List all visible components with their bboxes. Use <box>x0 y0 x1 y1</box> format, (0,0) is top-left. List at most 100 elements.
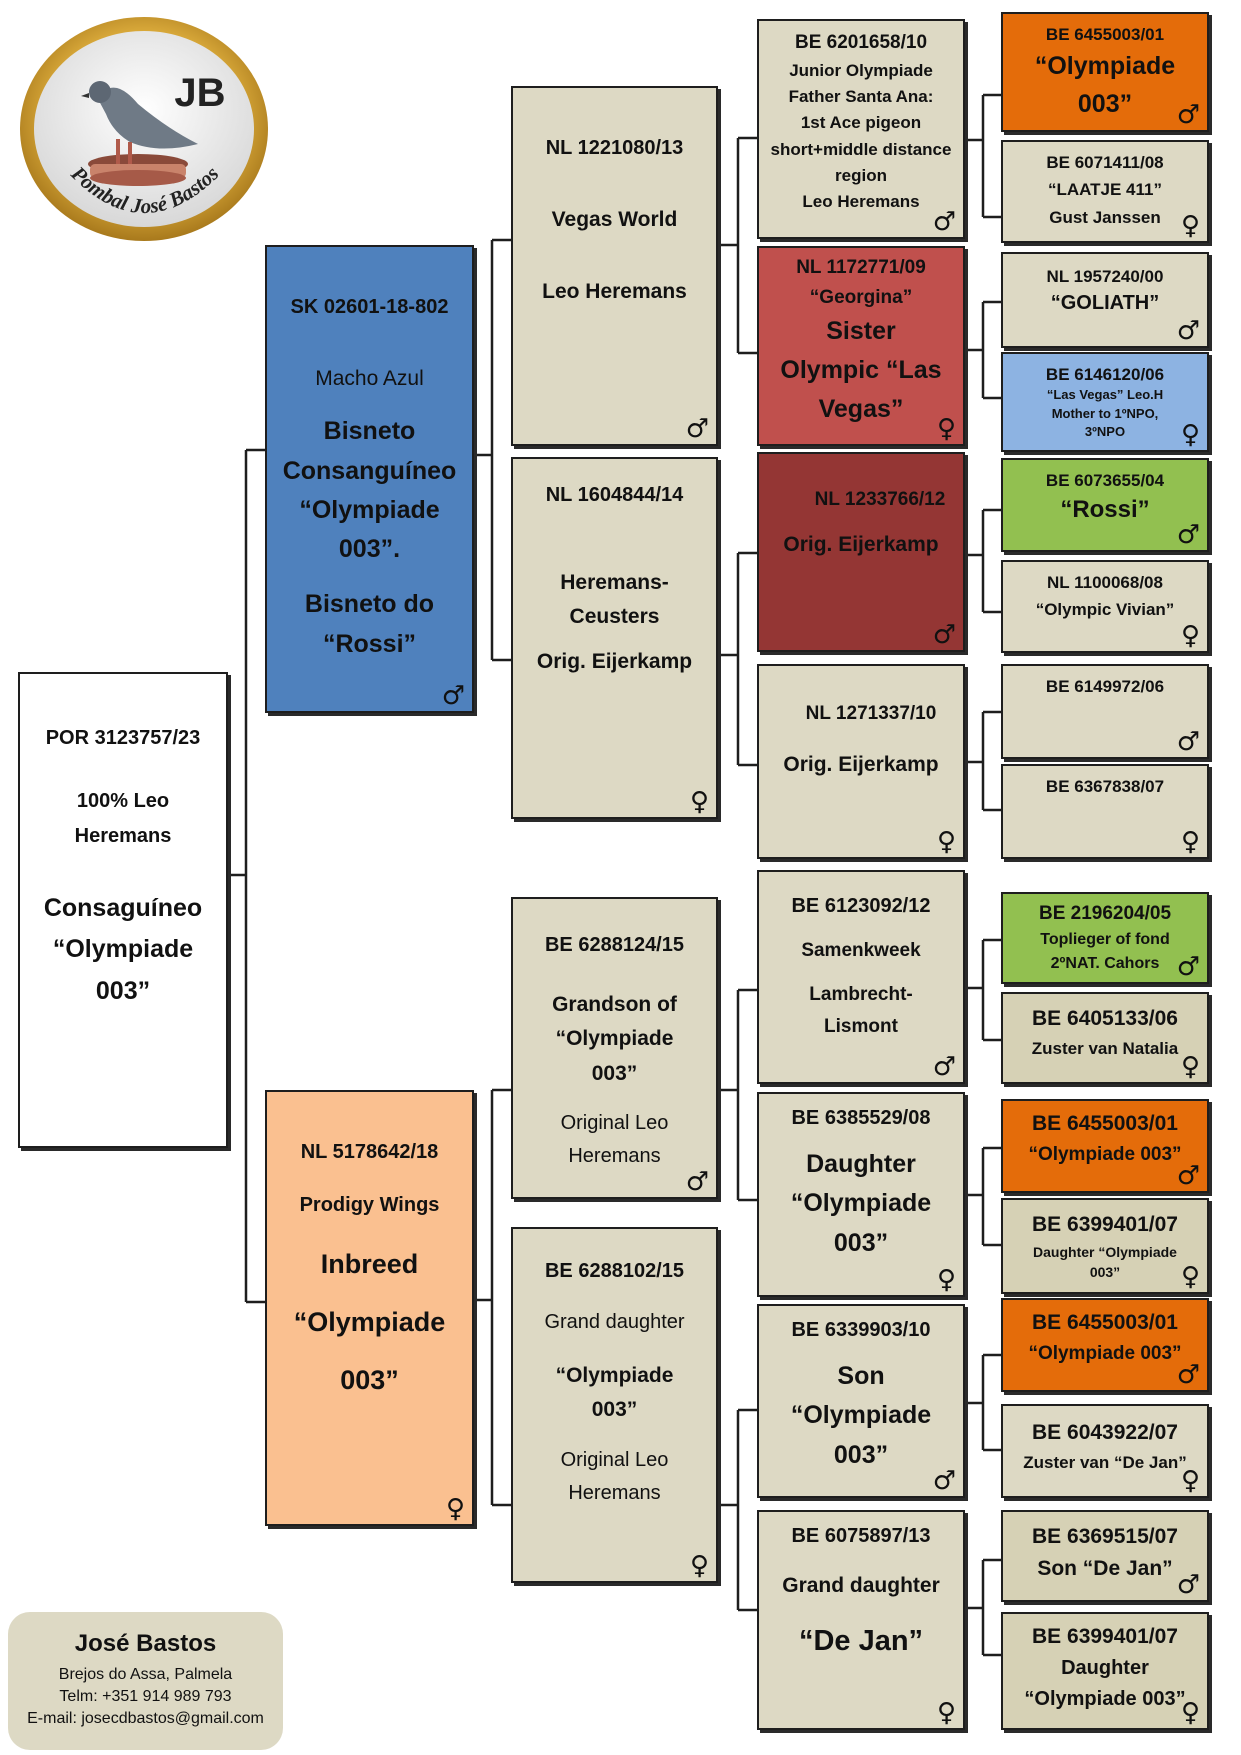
contact-phone: Telm: +351 914 989 793 <box>59 1688 232 1705</box>
male-symbol-icon: ♂ <box>1176 1570 1200 1600</box>
female-symbol-icon: ♀ <box>1180 211 1200 241</box>
subject-title2: “Olympiade <box>52 935 194 964</box>
g6-ring: NL 1100068/08 <box>1047 573 1163 592</box>
g7-ring: BE 6149972/06 <box>1045 677 1165 696</box>
ggp8-line1: Grand daughter <box>782 1574 940 1597</box>
great-great-grandparent-3-card: NL 1957240/00 “GOLIATH” ♂ <box>1001 252 1209 348</box>
g14-ring: BE 6043922/07 <box>1032 1421 1178 1444</box>
great-great-grandparent-6-card: NL 1100068/08 “Olympic Vivian” ♀ <box>1001 560 1209 653</box>
female-symbol-icon: ♀ <box>936 827 956 857</box>
male-symbol-icon: ♂ <box>1176 952 1200 982</box>
ggp7-ring: BE 6339903/10 <box>791 1319 931 1341</box>
ggp5-ring: BE 6123092/12 <box>791 895 931 917</box>
g16-line1: Daughter <box>1061 1657 1149 1680</box>
dam-title3: 003” <box>340 1364 399 1395</box>
dam-title1: Inbreed <box>320 1249 419 1279</box>
ggp3-ring: NL 1233766/12 <box>814 489 946 510</box>
contact-card: José Bastos Brejos do Assa, Palmela Telm… <box>8 1612 283 1750</box>
ggp1-line2: Father Santa Ana: <box>788 87 934 106</box>
male-symbol-icon: ♂ <box>1176 520 1200 550</box>
ggp1-line6: Leo Heremans <box>802 192 920 211</box>
female-symbol-icon: ♀ <box>1180 1466 1200 1496</box>
male-symbol-icon: ♂ <box>932 1466 956 1496</box>
female-symbol-icon: ♀ <box>936 1265 956 1295</box>
sire-ring: SK 02601-18-802 <box>290 296 449 318</box>
g9-line2: 2ºNAT. Cahors <box>1050 954 1160 972</box>
grandparent-4-card: BE 6288102/15 Grand daughter “Olympiade … <box>511 1227 718 1583</box>
great-great-grandparent-13-card: BE 6455003/01 “Olympiade 003” ♂ <box>1001 1298 1209 1392</box>
gp4-line3: 003” <box>591 1398 638 1422</box>
g12-line2: 003” <box>1089 1263 1121 1280</box>
contact-address: Brejos do Assa, Palmela <box>58 1666 233 1683</box>
ggp7-line3: 003” <box>833 1440 889 1469</box>
contact-name: José Bastos <box>74 1630 217 1657</box>
great-grandparent-8-card: BE 6075897/13 Grand daughter “De Jan” ♀ <box>757 1510 965 1730</box>
g12-ring: BE 6399401/07 <box>1032 1213 1178 1236</box>
g3-line1: “GOLIATH” <box>1050 292 1160 315</box>
male-symbol-icon: ♂ <box>932 1052 956 1082</box>
male-symbol-icon: ♂ <box>685 414 709 444</box>
g4-line3: 3ºNPO <box>1084 423 1126 439</box>
ggp5-line1: Samenkweek <box>801 940 921 961</box>
g2-ring: BE 6071411/08 <box>1046 153 1164 172</box>
g2-line1: “LAATJE 411” <box>1047 180 1162 200</box>
ggp6-line1: Daughter <box>806 1150 916 1178</box>
g15-line1: Son “De Jan” <box>1037 1557 1173 1581</box>
ggp6-line3: 003” <box>833 1228 889 1257</box>
great-great-grandparent-8-card: BE 6367838/07 ♀ <box>1001 764 1209 859</box>
great-great-grandparent-11-card: BE 6455003/01 “Olympiade 003” ♂ <box>1001 1099 1209 1193</box>
gp2-ring: NL 1604844/14 <box>545 484 684 506</box>
great-grandparent-3-card: NL 1233766/12 Orig. Eijerkamp ♂ <box>757 452 965 652</box>
grandparent-1-card: NL 1221080/13 Vegas World Leo Heremans ♂ <box>511 86 718 446</box>
female-symbol-icon: ♀ <box>1180 621 1200 651</box>
great-great-grandparent-10-card: BE 6405133/06 Zuster van Natalia ♀ <box>1001 992 1209 1084</box>
ggp1-line1: Junior Olympiade <box>789 60 933 80</box>
ggp5-line3: Lismont <box>824 1015 898 1037</box>
female-symbol-icon: ♀ <box>445 1494 465 1524</box>
male-symbol-icon: ♂ <box>932 207 956 237</box>
grandparent-2-card: NL 1604844/14 Heremans- Ceusters Orig. E… <box>511 457 718 819</box>
gp2-line3: Orig. Eijerkamp <box>536 649 693 673</box>
sire-color: Macho Azul <box>315 367 424 390</box>
great-great-grandparent-9-card: BE 2196204/05 Toplieger of fond 2ºNAT. C… <box>1001 892 1209 984</box>
sire-title1: Bisneto <box>323 417 416 446</box>
g4-ring: BE 6146120/06 <box>1045 365 1165 384</box>
male-symbol-icon: ♂ <box>1176 316 1200 346</box>
gp1-breeder: Leo Heremans <box>542 280 687 304</box>
gp4-line1: Grand daughter <box>544 1311 685 1333</box>
g4-line2: Mother to 1ºNPO, <box>1051 405 1159 421</box>
g1-line1: “Olympiade <box>1034 52 1176 81</box>
ggp2-line4: Vegas” <box>818 395 904 423</box>
g10-line1: Zuster van Natalia <box>1031 1039 1179 1059</box>
ggp2-line3: Olympic “Las <box>780 355 942 384</box>
ggp6-ring: BE 6385529/08 <box>791 1107 931 1129</box>
g5-line1: “Rossi” <box>1060 496 1150 524</box>
ggp1-ring: BE 6201658/10 <box>794 32 928 53</box>
g14-line1: Zuster van “De Jan” <box>1023 1453 1187 1473</box>
gp4-line4: Original Leo <box>560 1448 669 1471</box>
gp3-line4: Original Leo <box>560 1111 669 1134</box>
great-great-grandparent-4-card: BE 6146120/06 “Las Vegas” Leo.H Mother t… <box>1001 352 1209 452</box>
sire-title4: 003”. <box>338 535 401 563</box>
female-symbol-icon: ♀ <box>689 1551 709 1581</box>
male-symbol-icon: ♂ <box>1176 1161 1200 1191</box>
sire-title6: “Rossi” <box>322 629 417 658</box>
logo-initials: JB <box>174 71 225 115</box>
ggp2-ring: NL 1172771/09 <box>796 257 926 278</box>
dam-title2: “Olympiade <box>293 1306 446 1337</box>
male-symbol-icon: ♂ <box>441 681 465 711</box>
contact-email[interactable]: E-mail: josecdbastos@gmail.com <box>27 1710 264 1727</box>
g8-ring: BE 6367838/07 <box>1045 777 1165 796</box>
subject-ring: POR 3123757/23 <box>45 727 201 749</box>
subject-title3: 003” <box>95 976 151 1005</box>
male-symbol-icon: ♂ <box>932 620 956 650</box>
male-symbol-icon: ♂ <box>1176 727 1200 757</box>
great-great-grandparent-15-card: BE 6369515/07 Son “De Jan” ♂ <box>1001 1510 1209 1602</box>
great-great-grandparent-2-card: BE 6071411/08 “LAATJE 411” Gust Janssen … <box>1001 140 1209 243</box>
gp4-line2: “Olympiade <box>555 1364 674 1387</box>
club-logo: JB Pombal José Bastos <box>18 14 270 244</box>
female-symbol-icon: ♀ <box>1180 1262 1200 1292</box>
grandparent-3-card: BE 6288124/15 Grandson of “Olympiade 003… <box>511 897 718 1199</box>
sire-card: SK 02601-18-802 Macho Azul Bisneto Consa… <box>265 245 474 713</box>
